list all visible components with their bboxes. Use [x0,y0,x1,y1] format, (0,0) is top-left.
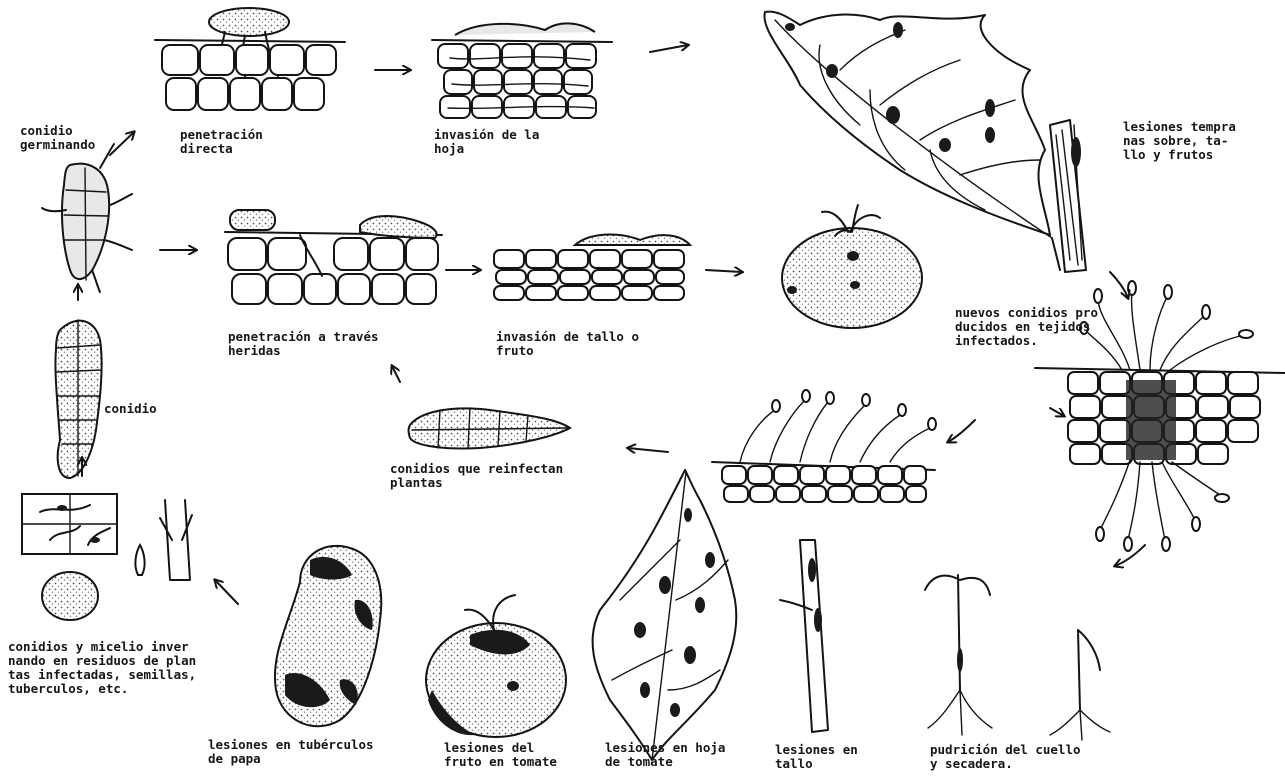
label-early-lesions: lesiones tempra nas sobre, ta- llo y fru… [1123,120,1236,162]
stem-residue [160,500,192,580]
label-wound-penetration: penetración a través heridas [228,330,379,358]
conidium [55,320,101,478]
potato-tuber [42,572,98,620]
mycelium-in-residue [22,494,117,554]
tomato-fruit-lesions [426,595,566,737]
sporulating-tissue [712,390,936,502]
tomato-leaf-early-lesions [764,12,1060,270]
seedling-collar-rot [925,575,992,735]
label-new-conidia: nuevos conidios pro ducidos en tejidos i… [955,306,1098,348]
stem-lesions [780,540,828,732]
label-leaf-invasion: invasión de la hoja [434,128,539,156]
label-germinating-conidium: conidio germinando [20,124,95,152]
leaf-invasion-tissue [432,23,612,118]
label-leaf-lesions: lesiones en hoja de tomate [605,741,725,769]
potato-tuber-lesions [275,546,381,726]
label-conidium: conidio [104,402,157,416]
label-stem-fruit-invasion: invasión de tallo o fruto [496,330,639,358]
tomato-leaf-lesions [593,470,737,760]
seedling-damping-off [1050,630,1110,740]
label-fruit-lesions: lesiones del fruto en tomate [444,741,557,769]
label-stem-lesions: lesiones en tallo [775,743,858,771]
infected-seed [135,545,144,575]
germinating-conidium [42,144,132,292]
label-reinfecting-conidia: conidios que reinfectan plantas [390,462,563,490]
label-tuber-lesions: lesiones en tubérculos de papa [208,738,374,766]
wound-penetration-tissue [225,210,442,304]
label-overwintering: conidios y micelio inver nando en residu… [8,640,196,696]
label-direct-penetration: penetración directa [180,128,263,156]
label-collar-rot: pudrición del cuello y secadera. [930,743,1081,771]
reinfecting-conidium [409,408,571,449]
tomato-fruit-early [782,205,922,328]
stem-fruit-invasion-tissue [494,235,690,300]
direct-penetration-tissue [155,8,345,110]
